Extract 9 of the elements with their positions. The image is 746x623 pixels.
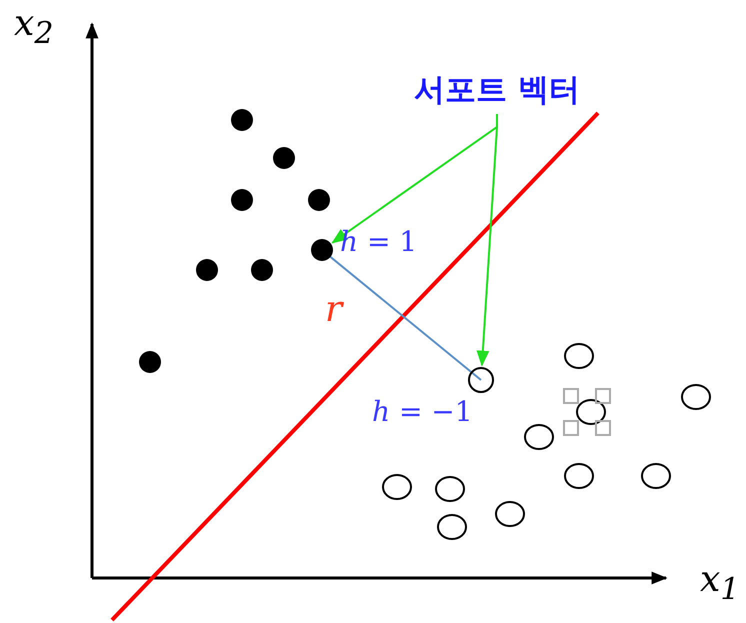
arrow bbox=[476, 114, 498, 367]
distance-label: r bbox=[325, 292, 342, 328]
axis-label: x$_{1}$ bbox=[700, 562, 740, 606]
margin-label: h = −1 bbox=[372, 398, 473, 426]
support-vector-point bbox=[311, 239, 333, 261]
axis-label: x$_{2}$ bbox=[14, 6, 54, 50]
callout-label: 서포트 벡터 bbox=[395, 70, 599, 110]
support-vector-point bbox=[468, 367, 494, 393]
margin-label: h = 1 bbox=[340, 228, 418, 256]
